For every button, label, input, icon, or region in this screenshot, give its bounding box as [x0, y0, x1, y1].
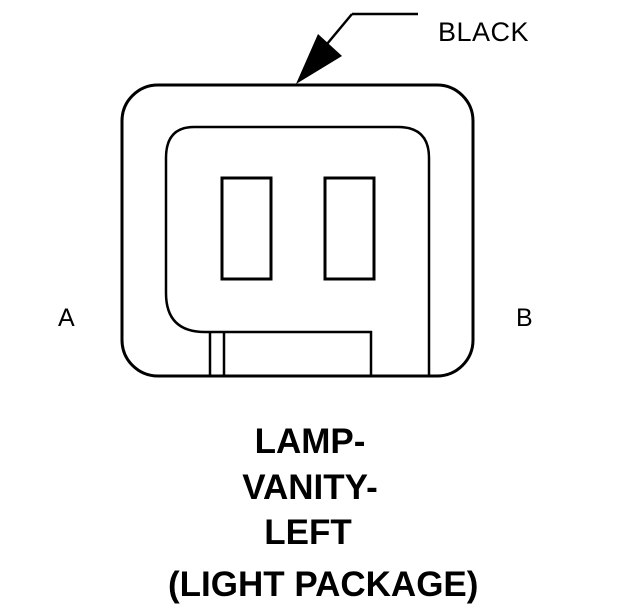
connector-color-label: BLACK: [438, 17, 530, 47]
title-line-4: (LIGHT PACKAGE): [168, 565, 479, 604]
title-line-2: VANITY-: [242, 468, 378, 507]
title-line-1: LAMP-: [254, 422, 366, 461]
terminal-cavity-a: [220, 176, 273, 281]
connector-latch: [208, 332, 226, 375]
terminal-cavity-b: [323, 176, 376, 281]
color-leader-arrow: [296, 12, 418, 84]
pin-b-label: B: [516, 304, 533, 332]
pin-a-label: A: [58, 304, 75, 332]
title-line-3: LEFT: [264, 513, 352, 552]
connector-inner-shroud: [164, 125, 431, 375]
connector-outer-body: [120, 83, 475, 378]
